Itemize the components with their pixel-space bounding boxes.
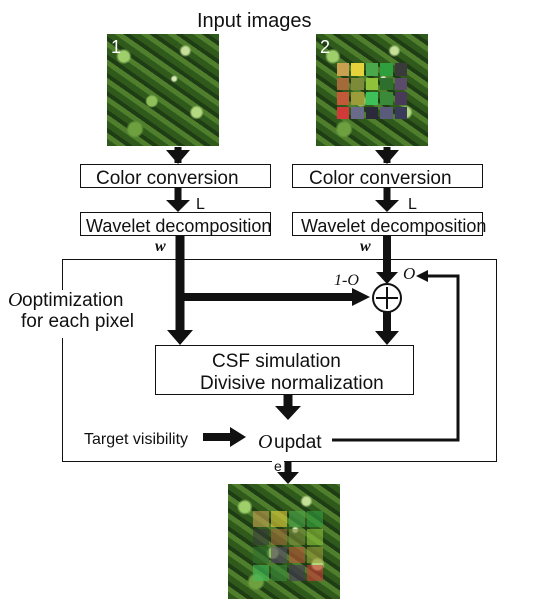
- one-minus-o-label: 1-O: [334, 273, 359, 289]
- color-patch: [380, 106, 393, 119]
- color-patch: [289, 511, 305, 527]
- wavelet-label-left: Wavelet decomposition: [86, 216, 272, 236]
- input-image-1: 1: [107, 34, 219, 146]
- wavelet-box-right: Wavelet decomposition: [292, 212, 487, 236]
- color-patch: [307, 511, 323, 527]
- o-update-e: e: [272, 458, 284, 474]
- color-patch: [307, 547, 323, 563]
- color-patch: [351, 92, 364, 105]
- optimization-text-line2: for each pixel: [21, 311, 135, 332]
- color-patch: [337, 106, 350, 119]
- color-patch: [337, 77, 350, 90]
- color-patch: [365, 77, 379, 90]
- optimization-text-line1: optimization: [22, 290, 124, 311]
- color-patch: [394, 106, 407, 119]
- color-patch: [271, 511, 287, 527]
- color-patch: [365, 92, 379, 105]
- output-blended-patches: [252, 510, 324, 582]
- w-label-right: w: [360, 238, 371, 255]
- color-patch: [253, 529, 269, 545]
- csf-box: CSF simulation Divisive normalization: [155, 345, 414, 395]
- input-image-2-number: 2: [320, 37, 331, 57]
- arrowhead-color-to-wavelet-right: [375, 200, 399, 212]
- color-patch: [271, 529, 287, 545]
- o-label: O: [403, 264, 416, 283]
- csf-label-line1: CSF simulation: [212, 351, 341, 372]
- color-patch: [380, 77, 393, 90]
- color-patch: [351, 106, 364, 119]
- arrowhead-color-to-wavelet-left: [166, 200, 190, 212]
- color-checker-patches: [336, 62, 408, 120]
- color-conversion-box-left: Color conversion: [80, 164, 271, 188]
- o-update-symbol: O: [258, 431, 273, 453]
- arrowhead-image2-to-color: [375, 150, 399, 164]
- color-patch: [365, 63, 379, 76]
- color-patch: [337, 63, 350, 76]
- arrowhead-image1-to-color: [166, 150, 190, 164]
- wavelet-box-left: Wavelet decomposition: [80, 212, 271, 236]
- color-patch: [307, 529, 323, 545]
- optimization-o-symbol: O: [8, 289, 23, 311]
- color-patch: [307, 565, 323, 581]
- color-patch: [253, 547, 269, 563]
- o-update-text: updat: [274, 432, 322, 453]
- luminance-label-right: L: [408, 196, 417, 213]
- color-patch: [394, 92, 407, 105]
- input-image-1-number: 1: [111, 37, 122, 57]
- color-patch: [289, 529, 305, 545]
- color-patch: [394, 63, 407, 76]
- color-patch: [253, 511, 269, 527]
- color-patch: [365, 106, 379, 119]
- color-patch: [351, 77, 364, 90]
- color-patch: [289, 547, 305, 563]
- color-patch: [253, 565, 269, 581]
- color-patch: [380, 92, 393, 105]
- title: Input images: [197, 10, 312, 32]
- target-visibility-label: Target visibility: [84, 431, 189, 448]
- color-patch: [289, 565, 305, 581]
- color-conversion-box-right: Color conversion: [292, 164, 483, 188]
- one-minus-o-text: 1-O: [334, 272, 359, 289]
- csf-label-line2: Divisive normalization: [200, 373, 384, 394]
- color-patch: [271, 565, 287, 581]
- color-conversion-label-left: Color conversion: [96, 168, 239, 189]
- optimization-label: O optimization for each pixel: [8, 290, 158, 338]
- color-patch: [271, 547, 287, 563]
- wavelet-label-right: Wavelet decomposition: [301, 216, 487, 236]
- color-conversion-label-right: Color conversion: [309, 168, 452, 189]
- color-patch: [394, 77, 407, 90]
- input-image-2: 2: [316, 34, 428, 146]
- w-label-left: w: [155, 238, 166, 255]
- color-patch: [380, 63, 393, 76]
- o-update-label: O updat e: [250, 425, 335, 473]
- output-image: [228, 484, 340, 599]
- luminance-label-left: L: [196, 196, 205, 213]
- color-patch: [351, 63, 364, 76]
- color-patch: [337, 92, 350, 105]
